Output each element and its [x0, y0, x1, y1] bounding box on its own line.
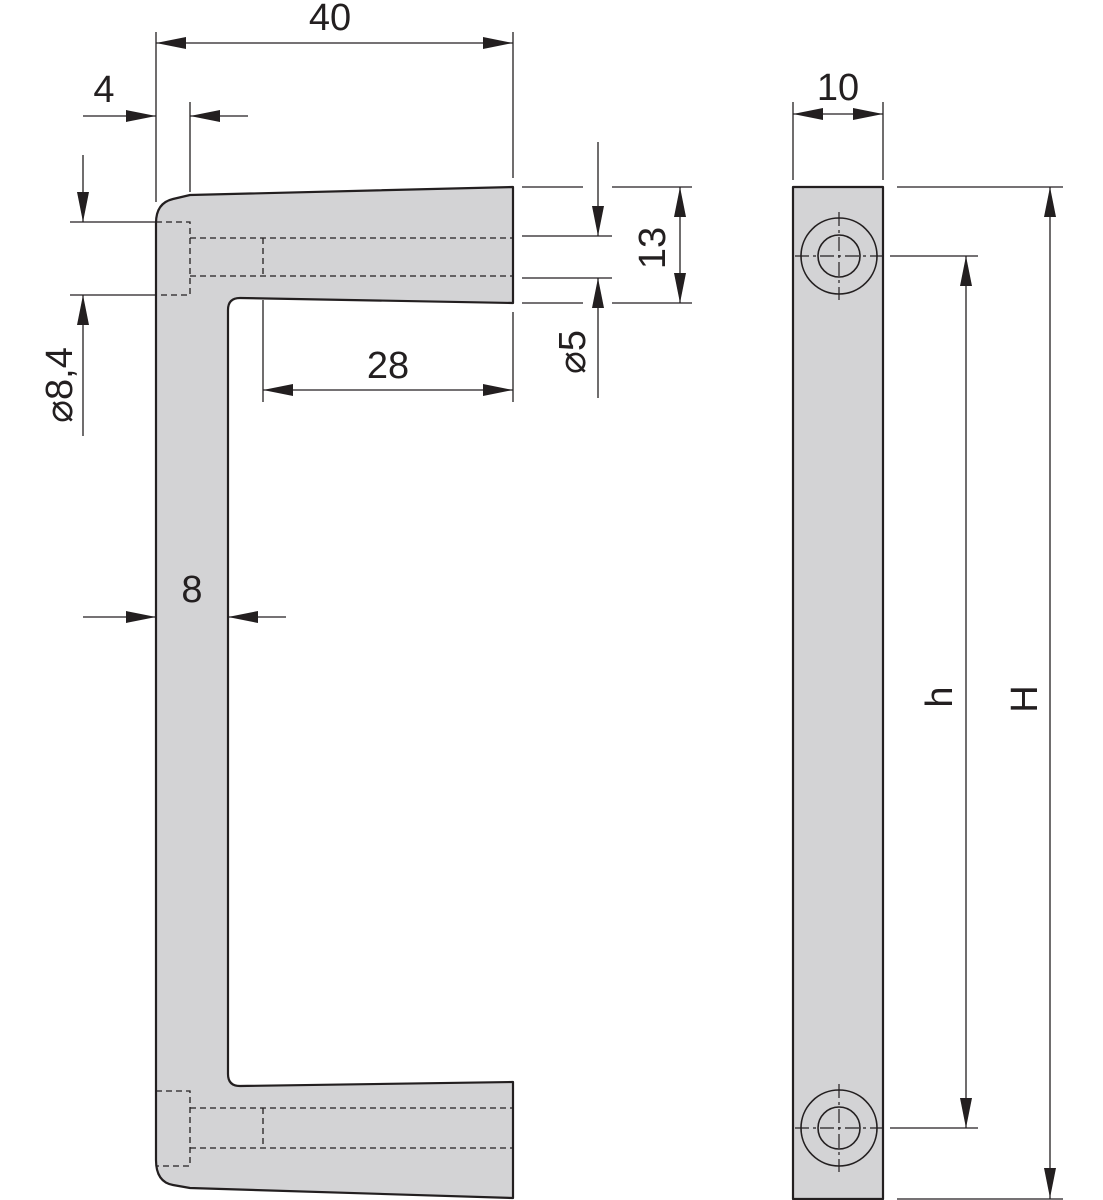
dim-hole-spacing-label: h [919, 686, 961, 707]
top-bore-hidden-lines [156, 221, 513, 296]
dim-leg-height: 13 [522, 186, 692, 304]
dim-leg-height-label: 13 [632, 227, 674, 269]
dim-overall-depth: 40 [155, 0, 514, 202]
dim-hole-spacing: h [890, 255, 978, 1129]
dim-bar-thickness-label: 8 [181, 569, 202, 611]
dim-bar-thickness: 8 [83, 569, 286, 623]
front-view: 10 h H [791, 67, 1063, 1200]
bottom-mounting-hole [795, 1084, 883, 1172]
dim-bar-width: 10 [792, 67, 884, 180]
dim-hole-depth: 28 [262, 300, 514, 402]
dim-hole-depth-label: 28 [367, 345, 409, 387]
handle-front-bar [791, 185, 885, 1200]
dim-bore-diameter: ⌀8,4 [39, 155, 156, 436]
dim-overall-height-label: H [1004, 685, 1046, 712]
top-mounting-hole [795, 212, 883, 300]
dim-offset: 4 [83, 69, 248, 192]
dim-offset-label: 4 [93, 69, 114, 111]
dim-bore-diameter-label: ⌀8,4 [39, 347, 81, 423]
dim-overall-height: H [897, 186, 1063, 1200]
handle-side-profile [154, 185, 515, 1200]
dim-overall-depth-label: 40 [309, 0, 351, 39]
dim-hole-diameter: ⌀5 [522, 142, 612, 398]
bottom-bore-hidden-lines [156, 1090, 513, 1167]
dim-bar-width-label: 10 [817, 67, 859, 109]
side-view: 40 4 ⌀8,4 [39, 0, 692, 1200]
dim-hole-diameter-label: ⌀5 [552, 330, 594, 374]
